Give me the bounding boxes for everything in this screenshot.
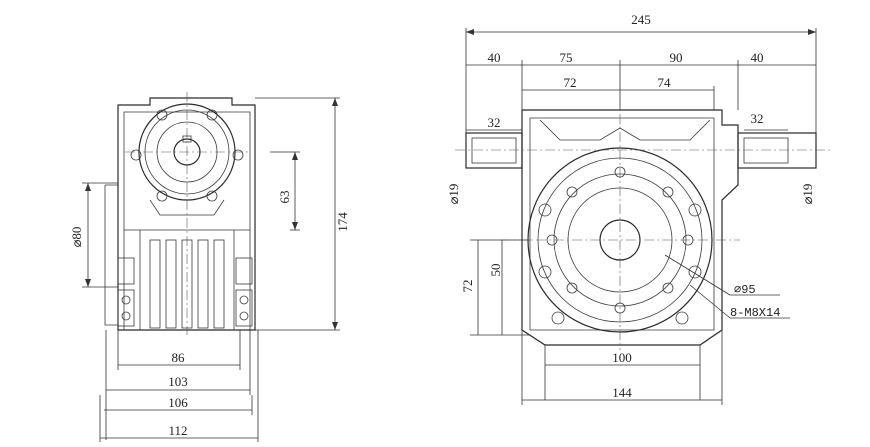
dim-32-right: 32 [751,111,764,126]
dim-86: 86 [172,350,186,365]
dim-106: 106 [168,395,188,410]
dim-40-left: 40 [488,50,501,65]
dim-dia-19-right: ⌀19 [800,184,815,205]
dim-174: 174 [335,212,350,232]
dim-32-left: 32 [488,115,501,130]
dim-40-right: 40 [751,50,764,65]
dim-dia-80: ⌀80 [69,227,84,248]
dim-75: 75 [560,50,573,65]
dim-72-side: 72 [460,280,475,293]
dim-72-top: 72 [564,75,577,90]
dim-dia-19-left: ⌀19 [446,184,461,205]
dim-74: 74 [658,75,672,90]
dim-bolts: 8-M8X14 [730,306,780,320]
dim-245: 245 [631,12,651,27]
dim-100: 100 [612,350,632,365]
dim-144: 144 [612,385,632,400]
front-view: 245 40 75 90 40 72 74 32 32 ⌀19 ⌀19 50 7… [446,12,830,405]
dim-103: 103 [168,374,188,389]
dim-90: 90 [670,50,683,65]
dim-50: 50 [488,264,503,277]
side-view: 86 103 106 112 174 63 ⌀80 [69,92,350,442]
dim-dia-95: ⌀95 [734,283,756,297]
dim-112: 112 [168,423,187,438]
dim-63: 63 [277,191,292,204]
